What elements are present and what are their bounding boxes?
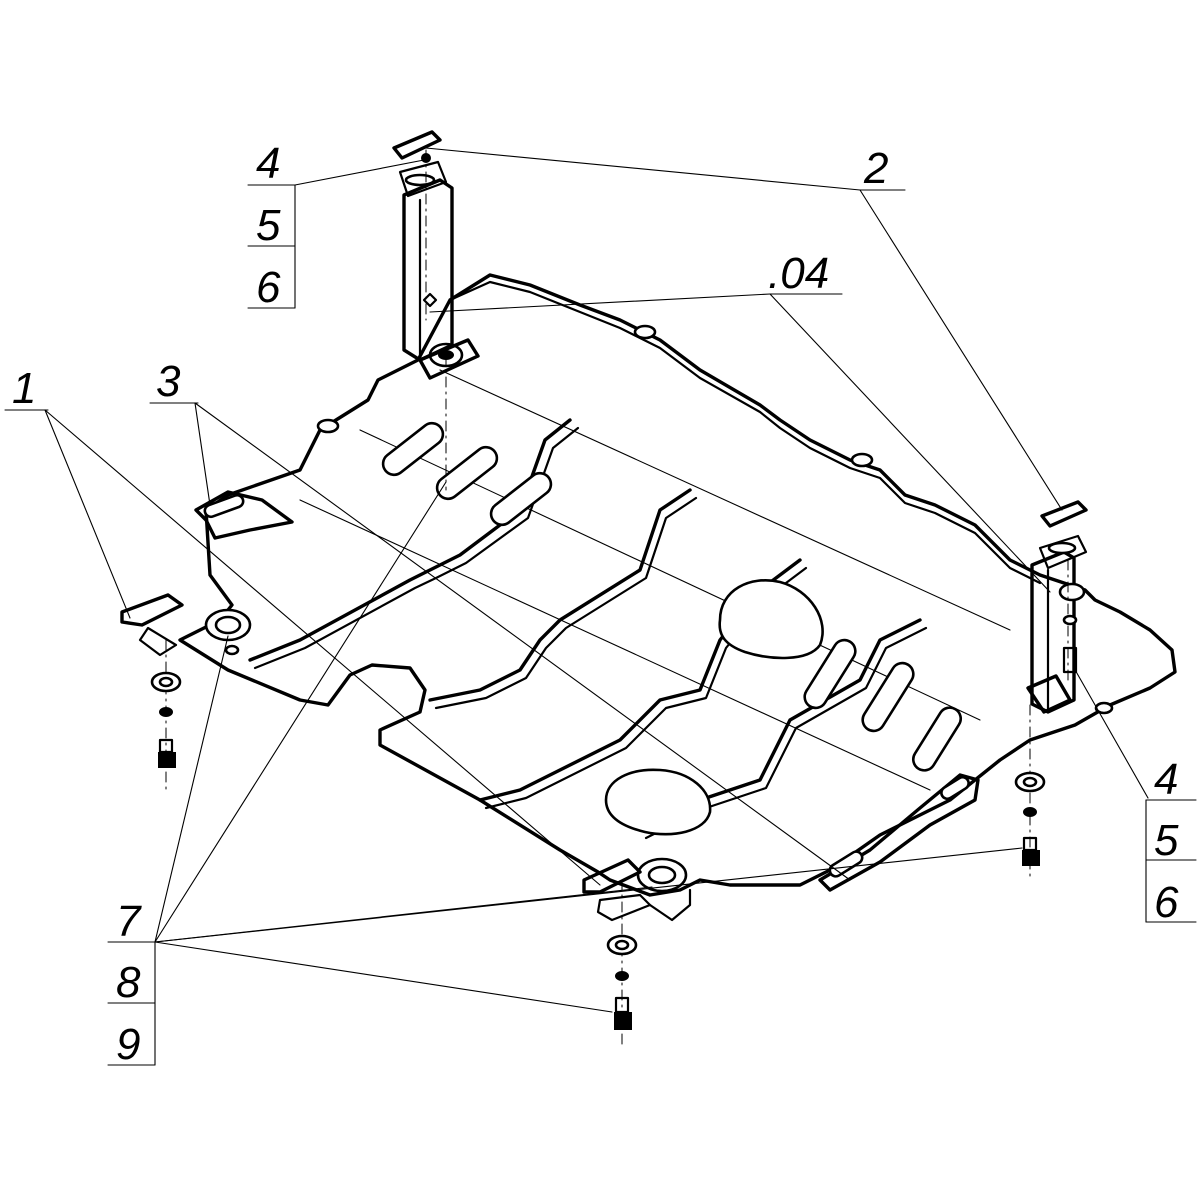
callout-2: 2 (859, 144, 906, 193)
fastener-stack-right (1014, 771, 1046, 866)
callout-label-3: 3 (156, 357, 181, 406)
fastener-stack-bottom (606, 934, 638, 1030)
callout-label-1: 1 (12, 364, 36, 413)
side-bracket-right (818, 773, 980, 892)
plate-boss-left (204, 608, 252, 642)
callout-group-right: 4 5 6 (1145, 755, 1197, 927)
callout-04: .04 (768, 249, 843, 298)
callout-label-7: 7 (116, 897, 142, 946)
callout-label-4-topleft: 4 (256, 139, 280, 188)
plate-slots (381, 421, 963, 836)
fastener-centerlines (165, 149, 1069, 1046)
callout-3: 3 (149, 357, 199, 406)
side-bracket-left (120, 490, 294, 657)
flange-dimples (224, 324, 1114, 715)
fastener-stack-left (150, 671, 182, 768)
callout-group-bottomleft: 7 8 9 (107, 897, 156, 1069)
callout-label-9: 9 (116, 1020, 140, 1069)
callout-label-8: 8 (116, 958, 141, 1007)
callout-label-2: 2 (863, 144, 888, 193)
callout-label-4-right: 4 (1154, 755, 1178, 804)
vertical-bracket-left (392, 130, 480, 380)
leader-lines (44, 147, 1149, 1013)
callout-label-6-right: 6 (1154, 878, 1179, 927)
callout-1: 1 (4, 364, 49, 413)
vertical-bracket-right (1026, 500, 1088, 714)
callout-label-5-right: 5 (1154, 816, 1179, 865)
callout-label-5-topleft: 5 (256, 201, 281, 250)
mounting-ear-bottom (582, 858, 692, 922)
callout-group-topleft: 4 5 6 (247, 139, 296, 312)
callout-label-04: .04 (768, 249, 829, 298)
plate-bend-lines (248, 369, 1011, 840)
callout-label-6-topleft: 6 (256, 263, 281, 312)
plate-boss-bottom (636, 857, 688, 893)
